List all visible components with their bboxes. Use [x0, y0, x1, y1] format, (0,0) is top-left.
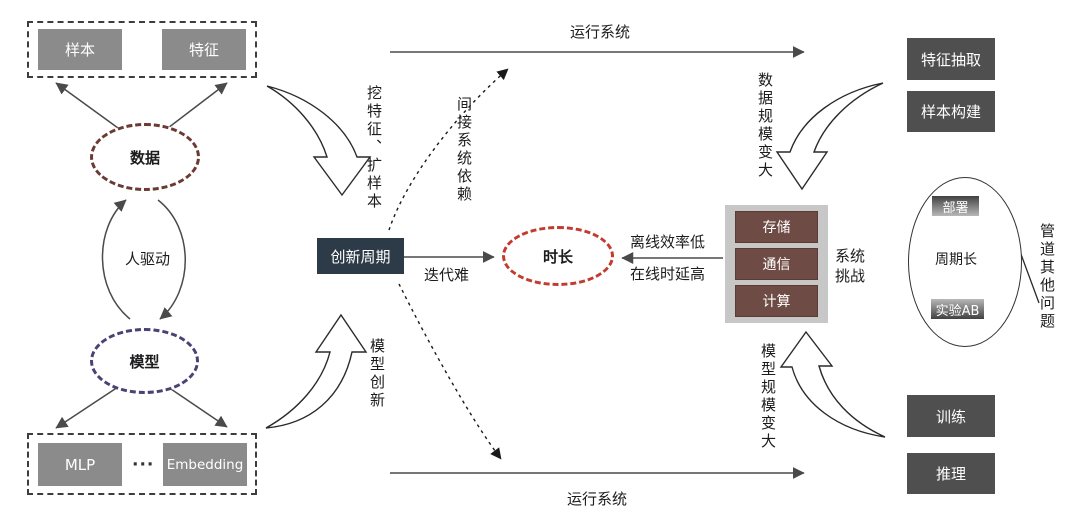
experiment-ab-box: 实验AB [931, 299, 984, 319]
sample-box: 样本 [38, 29, 122, 70]
ellipsis-dots: ··· [132, 455, 155, 475]
feature-label: 特征 [188, 41, 219, 59]
hollow-arrow-dig-features [266, 85, 372, 197]
training-label: 训练 [935, 407, 966, 426]
pipeline-other-issues-label: 管道其他问题 [1038, 223, 1056, 331]
data-ellipse: 数据 [90, 123, 200, 191]
run-system-top-label: 运行系统 [570, 23, 631, 41]
system-challenge-label: 系统挑战 [835, 247, 866, 286]
system-challenge-container: 存储 通信 计算 [725, 205, 828, 323]
compute-label: 计算 [762, 294, 791, 310]
dig-feature-expand-sample-label: 挖特征、扩样本 [365, 85, 383, 211]
model-scale-grow-label: 模型规模变大 [759, 343, 777, 451]
arrow-data-to-sample [55, 82, 119, 129]
sample-construction-box: 样本构建 [907, 91, 995, 132]
model-ellipse: 模型 [90, 328, 199, 394]
inference-box: 推理 [907, 453, 995, 494]
data-scale-grow-label: 数据规模变大 [756, 72, 774, 180]
iteration-hard-label: 迭代难 [424, 266, 470, 284]
storage-box: 存储 [735, 211, 818, 243]
mlp-label: MLP [64, 455, 96, 474]
sample-construction-label: 样本构建 [920, 103, 981, 121]
hollow-arrow-data-scale [775, 82, 884, 191]
offline-efficiency-low-label: 离线效率低 [630, 233, 706, 251]
embedding-label: Embedding [166, 456, 244, 473]
storage-label: 存储 [762, 220, 791, 236]
compute-box: 计算 [735, 285, 818, 317]
feature-extraction-label: 特征抽取 [920, 50, 981, 69]
embedding-box: Embedding [163, 443, 247, 486]
experiment-ab-label: 实验AB [935, 303, 980, 319]
arrow-indirect-dependency [388, 68, 509, 231]
data-label: 数据 [129, 148, 160, 167]
sample-label: 样本 [64, 41, 95, 59]
model-label: 模型 [129, 352, 160, 371]
duration-label: 时长 [542, 247, 573, 266]
feature-extraction-box: 特征抽取 [907, 38, 995, 80]
communication-label: 通信 [762, 257, 791, 273]
hollow-arrow-model-innovation [265, 313, 368, 429]
arrow-model-to-mlp [55, 386, 119, 429]
arrow-to-run-system-bottom [398, 283, 502, 460]
model-innovation-label: 模型创新 [368, 338, 386, 410]
cycle-long-label: 周期长 [935, 252, 977, 268]
feature-box: 特征 [162, 29, 246, 70]
innovation-cycle-label: 创新周期 [330, 247, 391, 266]
arrow-data-to-feature [167, 82, 228, 129]
run-system-bottom-label: 运行系统 [567, 490, 628, 508]
human-driven-label: 人驱动 [125, 250, 171, 268]
communication-box: 通信 [735, 248, 818, 280]
innovation-cycle-box: 创新周期 [317, 238, 404, 274]
duration-ellipse: 时长 [502, 226, 614, 286]
training-box: 训练 [907, 395, 995, 437]
deploy-label: 部署 [942, 200, 969, 216]
indirect-system-dependency-label: 间接系统依赖 [455, 96, 473, 204]
arrow-model-to-embedding [167, 386, 228, 428]
inference-label: 推理 [935, 465, 966, 483]
deploy-box: 部署 [932, 196, 979, 216]
mlp-box: MLP [38, 443, 122, 486]
hollow-arrow-model-scale [779, 330, 886, 438]
online-latency-high-label: 在线时延高 [630, 265, 706, 283]
